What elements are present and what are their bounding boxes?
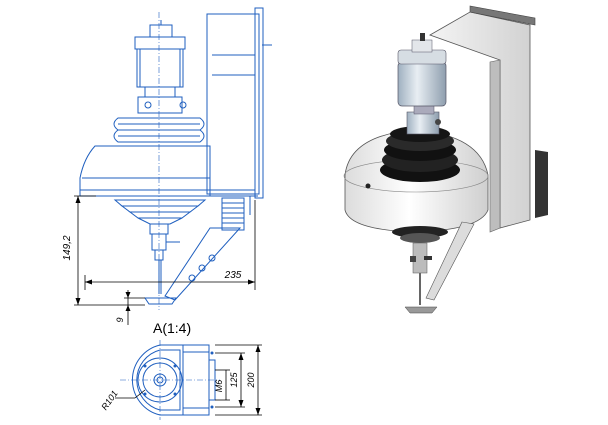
tool-foot (144, 297, 177, 305)
dim-height: 149,2 (62, 235, 73, 260)
dimension-lines (74, 195, 256, 325)
plan-outer-body (131, 344, 184, 416)
dim-overall: 200 (246, 372, 256, 388)
main-housing (79, 145, 211, 197)
dim-width: 235 (224, 270, 242, 281)
motor-body (136, 48, 184, 88)
render-3d-view (343, 5, 548, 314)
plan-inner-ring (137, 357, 183, 403)
dim-thread: M6 (214, 380, 224, 393)
lower-bellows (113, 199, 207, 225)
side-elevation-view: 149,2 235 9 (62, 7, 272, 325)
render-motor (397, 61, 447, 107)
motor-cap (149, 24, 173, 38)
render-bellows (380, 126, 460, 182)
plan-view-a: R101 M6 125 200 (99, 340, 262, 420)
spindle-assembly (144, 223, 180, 305)
diagonal-arm (164, 227, 242, 301)
detail-view-label: A(1:4) (153, 320, 191, 336)
dim-offset: 9 (115, 317, 125, 322)
dim-spacing: 125 (229, 372, 239, 388)
render-tool-foot (404, 306, 438, 314)
plan-dimension-lines (115, 344, 262, 416)
render-diagonal-arm (425, 221, 475, 301)
dim-radius: R101 (99, 389, 120, 412)
